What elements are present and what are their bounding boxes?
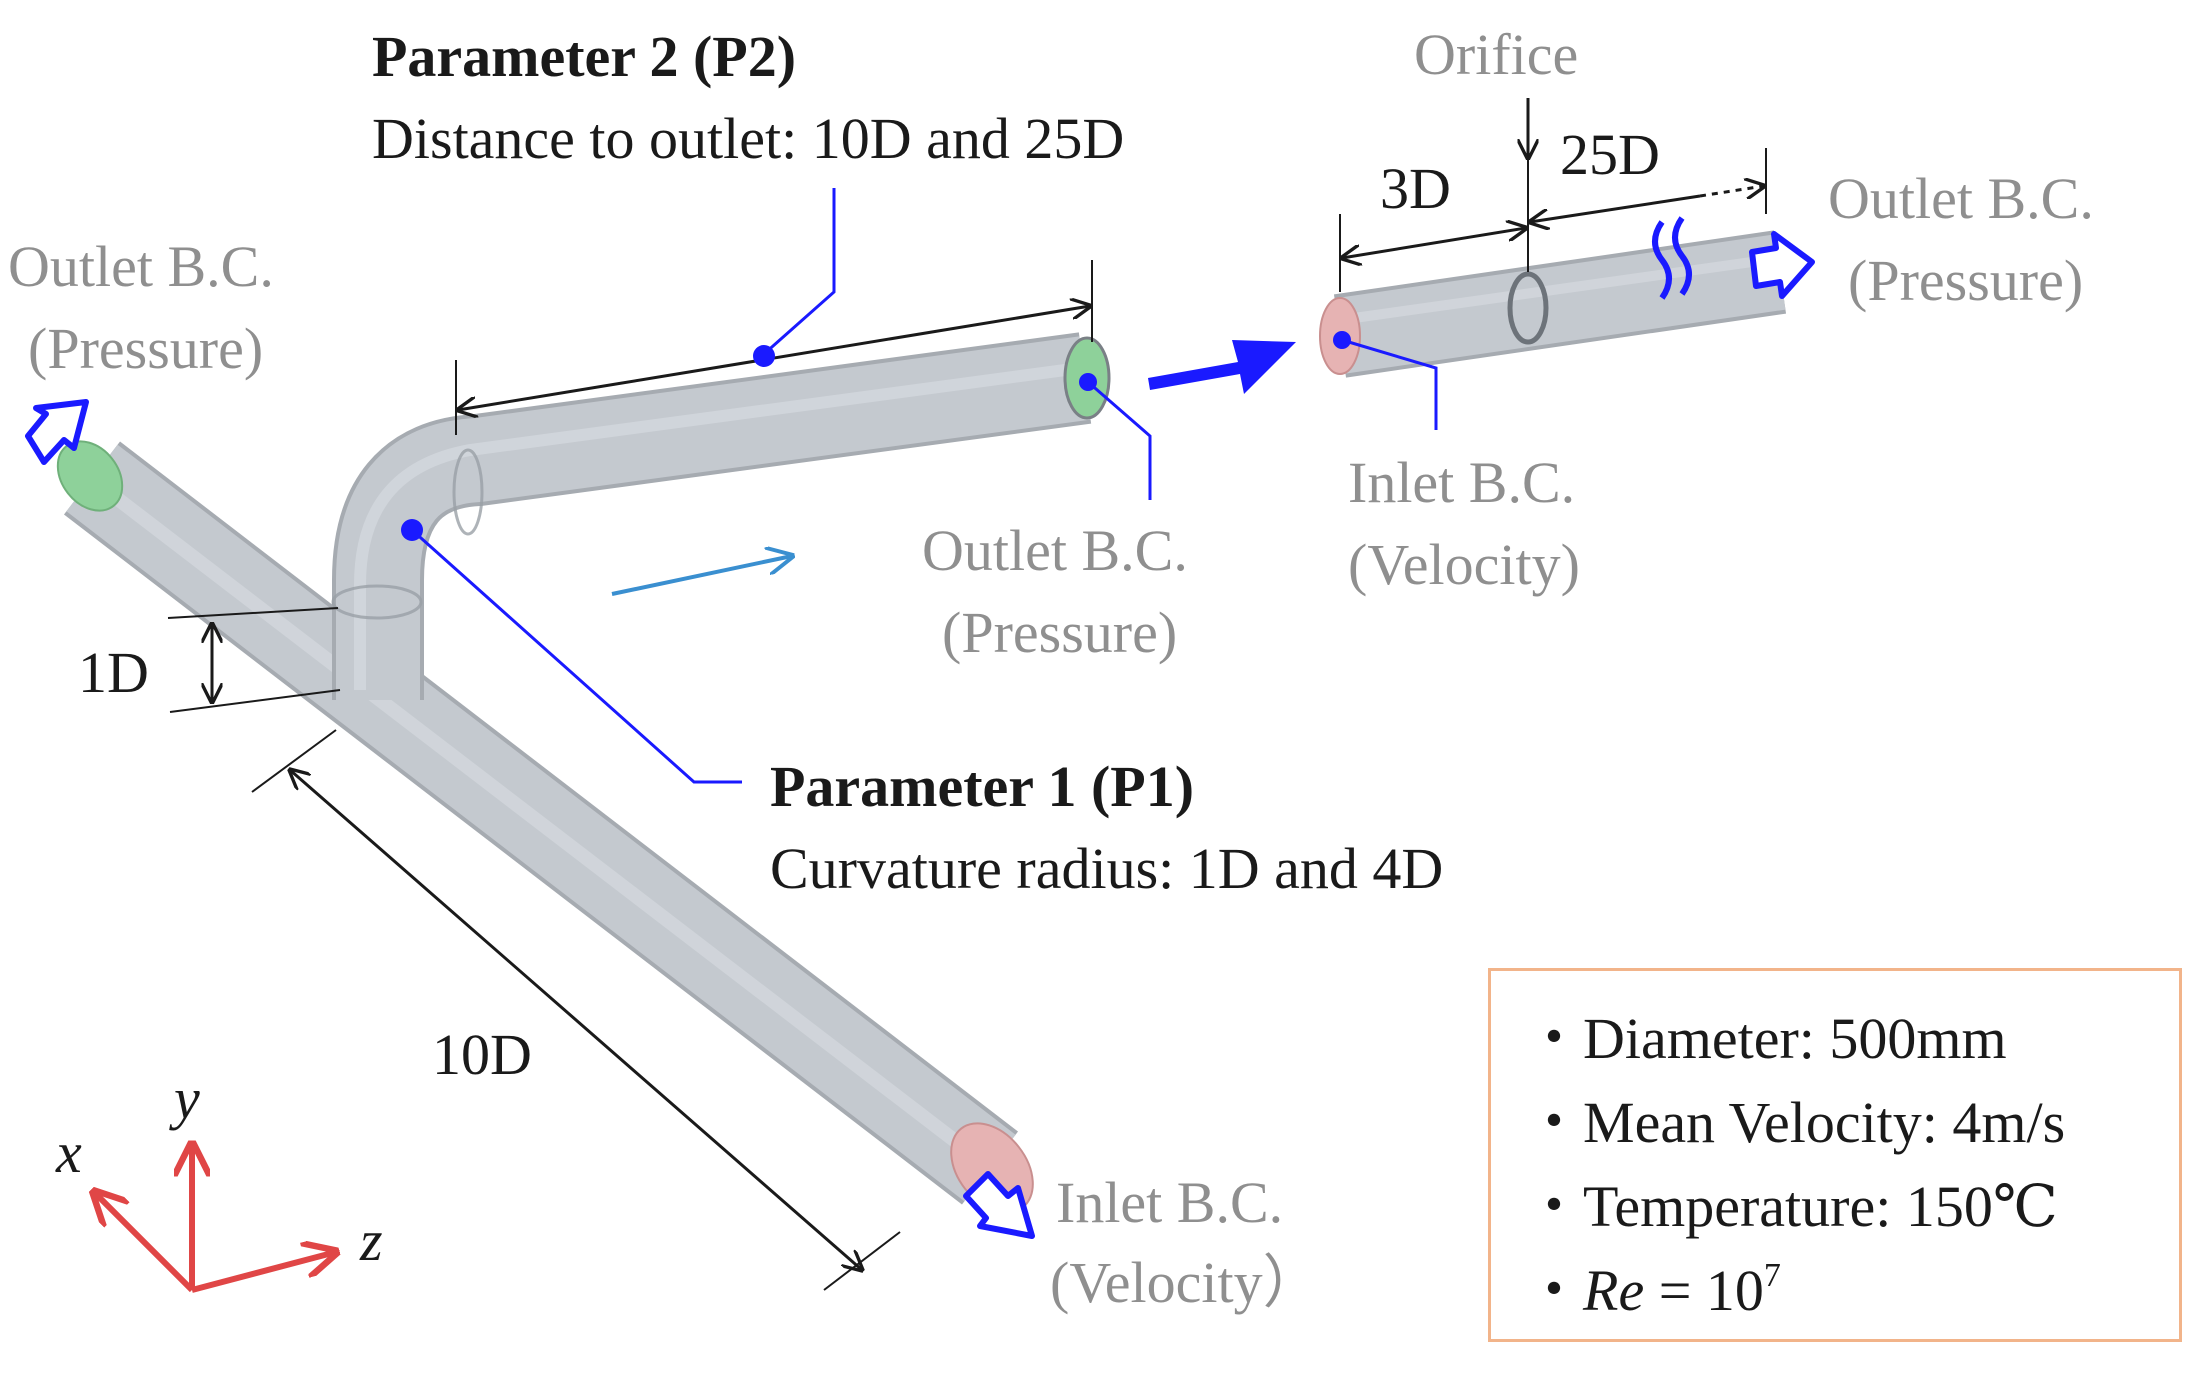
elbow-seam-upper xyxy=(452,448,484,536)
orifice-ring xyxy=(1507,271,1549,345)
branch-outlet-pressure-label: (Pressure) xyxy=(942,600,1177,665)
main-outlet-face xyxy=(56,440,124,512)
orifice-outlet-flow-arrow xyxy=(1749,231,1815,299)
leader-orifice-inlet xyxy=(1333,331,1438,430)
axis-y-label: y xyxy=(169,1066,200,1131)
main-pipe xyxy=(63,441,1019,1205)
break-symbol-left xyxy=(1652,220,1672,300)
dim-1d-label: 1D xyxy=(78,640,149,705)
p2-description: Distance to outlet: 10D and 25D xyxy=(372,106,1124,171)
flow-direction-arrow xyxy=(611,556,792,596)
branch-outlet-bc-label: Outlet B.C. xyxy=(922,518,1188,583)
orifice-pipe xyxy=(1319,230,1787,378)
flow-properties-box: ・Diameter: 500mm ・Mean Velocity: 4m/s ・T… xyxy=(1488,968,2182,1342)
orifice-outlet-bc-label: Outlet B.C. xyxy=(1828,166,2094,231)
coordinate-axes: x y z xyxy=(55,1066,383,1293)
dim-25d-label: 25D xyxy=(1560,122,1660,187)
orifice-label: Orifice xyxy=(1414,22,1578,87)
orifice-inlet-velocity-label: (Velocity) xyxy=(1348,532,1580,597)
dimension-10d xyxy=(251,729,901,1291)
main-inlet-bc-label: Inlet B.C. xyxy=(1056,1170,1283,1235)
property-diameter: ・Diameter: 500mm xyxy=(1525,1006,2007,1071)
dimension-25d xyxy=(1530,148,1766,222)
reynolds-exponent: 7 xyxy=(1763,1257,1781,1294)
main-outlet-flow-arrow xyxy=(25,399,89,465)
leader-branch-outlet xyxy=(1079,373,1152,500)
orifice-inlet-bc-label: Inlet B.C. xyxy=(1348,450,1575,515)
reynolds-prefix: ・ xyxy=(1525,1258,1584,1323)
dim-10d-label: 10D xyxy=(432,1022,532,1087)
p2-title: Parameter 2 (P2) xyxy=(372,24,796,89)
reynolds-symbol: Re xyxy=(1583,1258,1645,1323)
main-outlet-pressure-label: (Pressure) xyxy=(28,316,263,381)
property-mean-velocity: ・Mean Velocity: 4m/s xyxy=(1525,1090,2066,1155)
break-symbol-right xyxy=(1672,216,1692,296)
main-inlet-velocity-label: (Velocity） xyxy=(1050,1250,1321,1315)
elbow-seam-lower xyxy=(331,584,423,620)
main-outlet-bc-label: Outlet B.C. xyxy=(8,234,274,299)
axis-z-label: z xyxy=(359,1208,383,1273)
property-reynolds: ・Re = 107 xyxy=(1525,1249,2179,1333)
leader-p1 xyxy=(401,519,742,784)
axis-x-label: x xyxy=(55,1120,82,1185)
reynolds-value: = 10 xyxy=(1644,1258,1764,1323)
dim-3d-label: 3D xyxy=(1380,156,1451,221)
property-temperature: ・Temperature: 150℃ xyxy=(1525,1174,2058,1239)
transfer-arrow xyxy=(1148,340,1296,394)
p1-title: Parameter 1 (P1) xyxy=(770,754,1194,819)
p1-description: Curvature radius: 1D and 4D xyxy=(770,836,1443,901)
branch-pipe xyxy=(331,332,1092,700)
dimension-1d xyxy=(167,607,341,713)
orifice-outlet-pressure-label: (Pressure) xyxy=(1848,248,2083,313)
main-inlet-flow-arrow xyxy=(963,1171,1035,1239)
leader-p2 xyxy=(753,188,836,367)
